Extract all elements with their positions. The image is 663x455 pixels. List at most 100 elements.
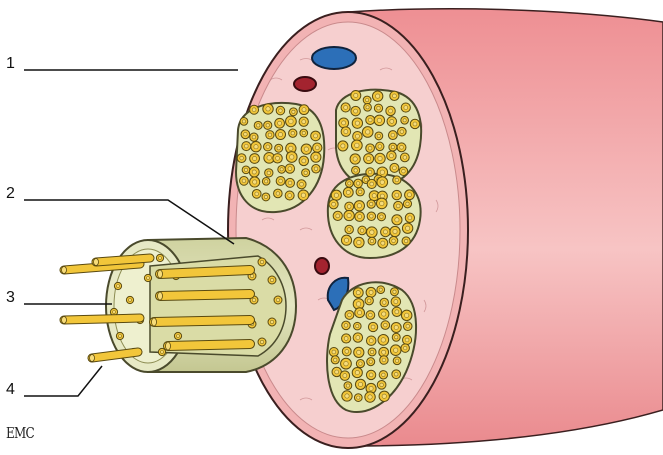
axon-cross-section (380, 356, 389, 365)
axon-cross-section (276, 176, 285, 185)
axon-cross-section (351, 106, 360, 115)
axon-cross-section (367, 212, 375, 220)
axon-cross-section (358, 226, 367, 235)
axon-cross-section (240, 176, 249, 185)
axon-cross-section (126, 296, 133, 303)
axon-cross-section (266, 131, 274, 139)
axon-cross-section (386, 106, 395, 115)
axon-cross-section (392, 190, 401, 199)
axon-cross-section (333, 211, 342, 220)
axon-cross-section (401, 116, 409, 124)
nerve-trunk (228, 9, 663, 448)
axon-cross-section (381, 227, 391, 237)
axon-cross-section (355, 212, 365, 222)
axon-cross-section (249, 167, 259, 177)
axon-cross-section (299, 105, 309, 115)
axon-cross-section (312, 165, 320, 173)
axon-cross-section (366, 168, 375, 177)
axon-cross-section (298, 190, 308, 200)
axon-cross-section (258, 338, 266, 346)
axon-cross-section (351, 140, 362, 151)
axon-cross-section (405, 213, 414, 222)
axon-cross-section (379, 371, 387, 379)
axon-cross-section (378, 335, 389, 346)
axon-cross-section (365, 297, 373, 305)
axon-cross-section (389, 143, 397, 151)
axon-cross-section (342, 347, 351, 356)
axon-cross-section (345, 310, 354, 319)
axon-cross-section (275, 144, 283, 152)
axon-cross-section (366, 370, 375, 379)
axon-cross-section (352, 166, 360, 174)
axon-cross-section (368, 237, 376, 245)
axon-cross-section (367, 358, 375, 366)
vein-top (312, 47, 356, 69)
axon-cross-section (352, 367, 362, 377)
axon-cross-section (401, 103, 410, 112)
axon-cross-section (401, 344, 409, 352)
axon-cross-section (400, 153, 409, 162)
axon-cross-section (389, 237, 398, 246)
axon-cross-section (374, 115, 384, 125)
axon-cross-section (341, 103, 350, 112)
nerve-fiber (166, 342, 251, 350)
axon-cross-section (331, 356, 339, 364)
axon-cross-section (391, 322, 401, 332)
axon-cross-section (390, 345, 401, 356)
axon-cross-section (354, 201, 364, 211)
axon-cross-section (392, 215, 402, 225)
axon-cross-section (263, 104, 273, 114)
axon-cross-section (393, 357, 401, 365)
axon-cross-section (262, 178, 270, 186)
axon-cross-section (377, 177, 388, 188)
axon-cross-section (368, 348, 376, 356)
callout-number-2: 2 (6, 186, 15, 202)
axon-cross-section (387, 117, 397, 127)
axon-cross-section (390, 226, 400, 236)
axon-cross-section (265, 169, 273, 177)
axon-cross-section (354, 394, 362, 402)
axon-cross-section (354, 322, 362, 330)
axon-cross-section (392, 333, 400, 341)
axon-cross-section (392, 307, 401, 316)
axon-cross-section (410, 119, 419, 128)
axon-cross-section (402, 237, 410, 245)
axon-cross-section (268, 276, 276, 284)
axon-cross-section (366, 336, 375, 345)
axon-cross-section (286, 152, 297, 163)
axon-cross-section (251, 142, 261, 152)
axon-cross-section (353, 333, 362, 342)
axon-cross-section (390, 288, 398, 296)
axon-cross-section (289, 129, 297, 137)
axon-cross-section (355, 379, 365, 389)
axon-cross-section (387, 151, 397, 161)
axon-cross-section (289, 108, 297, 116)
axon-cross-section (354, 179, 363, 188)
axon-cross-section (372, 91, 382, 101)
axon-cross-section (399, 167, 408, 176)
axon-cross-section (397, 143, 406, 152)
axon-cross-section (365, 392, 375, 402)
axon-cross-section (403, 322, 412, 331)
axon-cross-section (338, 141, 348, 151)
axon-cross-section (403, 335, 412, 344)
axon-cross-section (398, 127, 407, 136)
axon-cross-section (379, 309, 389, 319)
axon-cross-section (276, 130, 286, 140)
axon-cross-section (252, 189, 261, 198)
axon-cross-section (340, 371, 350, 381)
callout-number-4: 4 (6, 382, 15, 398)
artery-mid (315, 258, 329, 274)
axon-cross-section (156, 254, 163, 261)
axon-cross-section (402, 223, 412, 233)
axon-cross-section (286, 116, 297, 127)
axon-cross-section (354, 237, 364, 247)
axon-cross-section (242, 142, 251, 151)
axon-cross-section (273, 154, 282, 163)
axon-cross-section (392, 370, 401, 379)
axon-cross-section (174, 332, 181, 339)
axon-cross-section (393, 176, 401, 184)
axon-cross-section (144, 274, 151, 281)
axon-cross-section (342, 391, 352, 401)
